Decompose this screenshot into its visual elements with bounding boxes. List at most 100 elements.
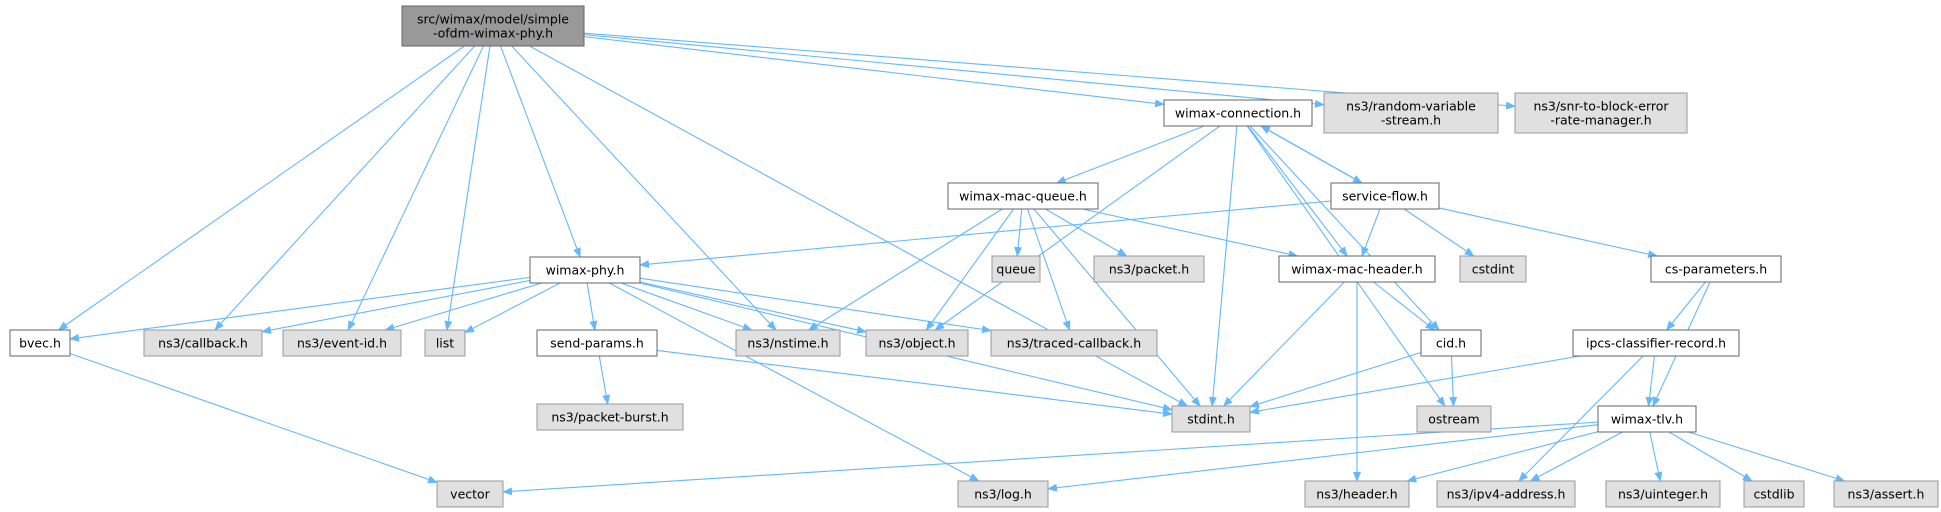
node-cid[interactable]: cid.h	[1420, 329, 1482, 357]
edge-wimax_tlv-to-log	[1047, 424, 1599, 492]
node-event-id[interactable]: ns3/event-id.h	[282, 329, 402, 357]
node-label: cstdlib	[1753, 487, 1794, 502]
node-object[interactable]: ns3/object.h	[865, 329, 969, 357]
node-root[interactable]: src/wimax/model/simple-ofdm-wimax-phy.h	[401, 5, 585, 47]
node-box	[1436, 480, 1576, 508]
edge-wimax_phy-to-log	[608, 282, 980, 482]
node-label: bvec.h	[19, 336, 61, 351]
edge-wimax_phy-to-nstime	[620, 282, 753, 331]
node-packet[interactable]: ns3/packet.h	[1093, 255, 1205, 283]
edge-send_params-to-stdint	[656, 349, 1173, 418]
node-bvec[interactable]: bvec.h	[9, 329, 71, 357]
node-label: ns3/ipv4-address.h	[1447, 487, 1566, 502]
node-box	[1330, 182, 1440, 210]
node-label: list	[436, 336, 454, 351]
node-nstime[interactable]: ns3/nstime.h	[735, 329, 841, 357]
edge-bvec-to-vector	[69, 353, 438, 484]
node-ipv4-address[interactable]: ns3/ipv4-address.h	[1436, 480, 1576, 508]
node-box	[424, 329, 466, 357]
node-ipcs-classifier[interactable]: ipcs-classifier-record.h	[1572, 329, 1740, 357]
edge-wimax_mac_queue-to-packet	[1045, 208, 1128, 257]
node-label: ns3/object.h	[878, 336, 955, 351]
node-snr-to-block[interactable]: ns3/snr-to-block-error-rate-manager.h	[1514, 92, 1688, 134]
edge-wimax_connection-to-stdint	[1208, 125, 1238, 407]
node-packet-burst[interactable]: ns3/packet-burst.h	[536, 403, 684, 431]
node-cstdlib[interactable]: cstdlib	[1743, 480, 1805, 508]
node-box	[865, 329, 969, 357]
node-label: ns3/nstime.h	[747, 336, 828, 351]
node-label: ns3/assert.h	[1848, 487, 1925, 502]
edge-wimax_mac_queue-to-stdint	[1033, 208, 1201, 407]
node-wimax-tlv[interactable]: wimax-tlv.h	[1597, 405, 1697, 433]
node-box	[436, 480, 504, 508]
edge-wimax_tlv-to-vector	[502, 421, 1599, 496]
node-uinteger[interactable]: ns3/uinteger.h	[1605, 480, 1721, 508]
node-label: service-flow.h	[1342, 189, 1428, 204]
node-label: ns3/traced-callback.h	[1007, 336, 1141, 351]
edge-cs_parameters-to-ipcs_classifier	[1665, 281, 1706, 331]
edge-wimax_mac_queue-to-object	[925, 208, 1015, 331]
edge-ipcs_classifier-to-stdint	[1249, 355, 1580, 415]
node-box	[1597, 405, 1697, 433]
edge-wimax_mac_queue-to-queue	[1014, 208, 1023, 257]
node-wimax-phy[interactable]: wimax-phy.h	[529, 256, 641, 284]
node-box	[1416, 405, 1492, 433]
node-label: cstdint	[1472, 262, 1515, 277]
node-box	[947, 182, 1099, 210]
edge-root-to-event_id	[347, 45, 484, 331]
edge-cid-to-ostream	[1449, 355, 1458, 407]
node-box	[1605, 480, 1721, 508]
node-list[interactable]: list	[424, 329, 466, 357]
node-box	[1514, 92, 1688, 134]
edge-wimax_tlv-to-ipv4_address	[1529, 431, 1623, 482]
node-label: -rate-manager.h	[1550, 113, 1651, 128]
edge-wimax_phy-to-send_params	[586, 282, 598, 331]
edge-wimax_mac_queue-to-wimax_mac_header	[1082, 208, 1299, 258]
node-wimax-mac-queue[interactable]: wimax-mac-queue.h	[947, 182, 1099, 210]
edge-root-to-wimax_phy	[500, 45, 581, 258]
node-box	[1743, 480, 1805, 508]
node-ostream[interactable]: ostream	[1416, 405, 1492, 433]
node-label: wimax-mac-queue.h	[959, 189, 1087, 204]
node-label: wimax-tlv.h	[1611, 412, 1683, 427]
edge-root-to-random_variable	[583, 34, 1325, 108]
node-log[interactable]: ns3/log.h	[957, 480, 1049, 508]
node-stdint[interactable]: stdint.h	[1171, 405, 1251, 433]
edge-wimax_connection-to-wimax_mac_header	[1247, 125, 1348, 257]
edge-service_flow-to-wimax_mac_header	[1361, 208, 1381, 257]
edge-wimax_tlv-to-uinteger	[1649, 431, 1663, 482]
edge-wimax_phy-to-traced_callback	[639, 277, 992, 334]
node-callback[interactable]: ns3/callback.h	[143, 329, 263, 357]
node-label: ns3/log.h	[974, 487, 1032, 502]
node-label: ns3/event-id.h	[297, 336, 387, 351]
node-label: ns3/random-variable	[1346, 99, 1476, 114]
node-assert[interactable]: ns3/assert.h	[1833, 480, 1939, 508]
node-traced-callback[interactable]: ns3/traced-callback.h	[990, 329, 1158, 357]
node-wimax-connection[interactable]: wimax-connection.h	[1163, 99, 1313, 127]
node-box	[990, 329, 1158, 357]
node-box	[1304, 480, 1410, 508]
node-send-params[interactable]: send-params.h	[536, 329, 658, 357]
node-label: ns3/snr-to-block-error	[1533, 99, 1669, 114]
node-cs-parameters[interactable]: cs-parameters.h	[1650, 255, 1782, 283]
node-label: wimax-connection.h	[1175, 106, 1301, 121]
node-label: wimax-phy.h	[546, 263, 625, 278]
node-header[interactable]: ns3/header.h	[1304, 480, 1410, 508]
node-box	[1459, 255, 1527, 283]
edge-service_flow-to-cstdint	[1403, 208, 1475, 257]
edge-wimax_phy-to-event_id	[384, 282, 542, 332]
node-random-variable[interactable]: ns3/random-variable-stream.h	[1323, 92, 1499, 134]
edge-service_flow-to-wimax_connection	[1260, 125, 1363, 184]
node-label: ns3/callback.h	[158, 336, 248, 351]
edge-root-to-list	[444, 45, 491, 331]
node-wimax-mac-header[interactable]: wimax-mac-header.h	[1278, 255, 1436, 283]
node-box	[536, 403, 684, 431]
node-box	[1420, 329, 1482, 357]
node-queue[interactable]: queue	[991, 255, 1041, 283]
node-vector[interactable]: vector	[436, 480, 504, 508]
node-service-flow[interactable]: service-flow.h	[1330, 182, 1440, 210]
edge-root-to-bvec	[57, 45, 465, 331]
node-box	[401, 5, 585, 47]
node-cstdint[interactable]: cstdint	[1459, 255, 1527, 283]
